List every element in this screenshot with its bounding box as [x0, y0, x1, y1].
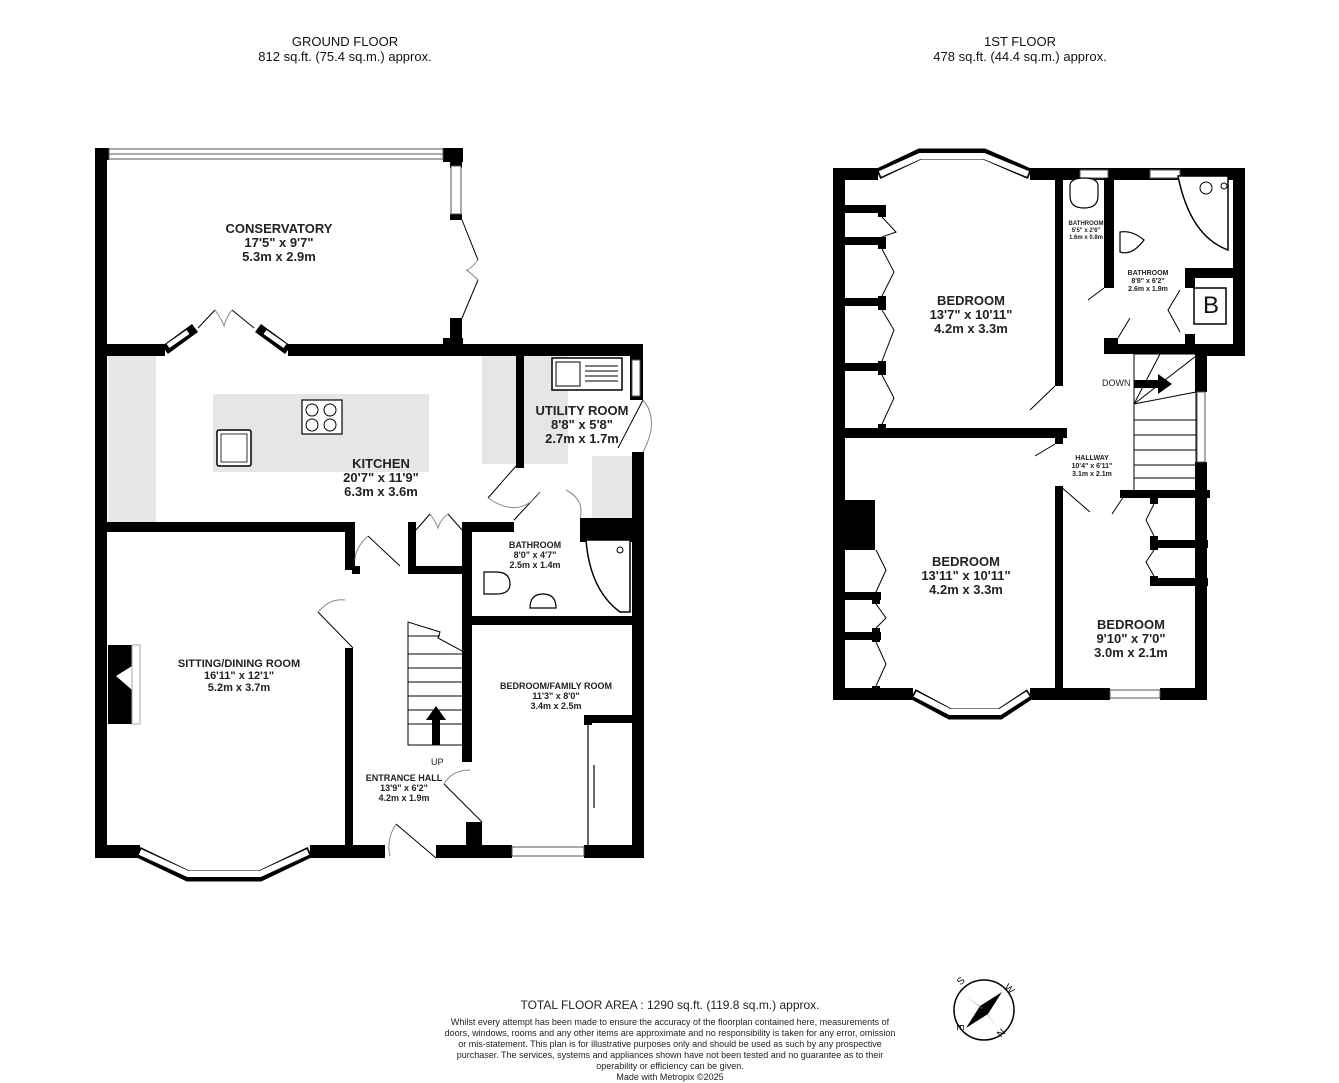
room-label-hallway: HALLWAY 10'4" x 6'11" 3.1m x 2.1m: [1072, 455, 1113, 479]
first-floor-plan: [833, 148, 1245, 720]
room-name: BEDROOM: [937, 293, 1005, 308]
room-imperial: 8'8" x 6'2": [1131, 278, 1165, 285]
room-metric: 2.5m x 1.4m: [509, 560, 561, 570]
room-label-bedroom-family-room: BEDROOM/FAMILY ROOM 11'3" x 8'0" 3.4m x …: [500, 681, 612, 711]
room-imperial: 8'0" x 4'7": [513, 550, 557, 560]
room-name: HALLWAY: [1075, 455, 1109, 462]
room-name: BEDROOM/FAMILY ROOM: [499, 681, 613, 691]
room-imperial: 9'10" x 7'0": [1096, 631, 1166, 646]
room-imperial: 13'7" x 10'11": [929, 307, 1013, 322]
room-metric: 3.4m x 2.5m: [530, 701, 582, 711]
room-metric: 4.2m x 3.3m: [929, 582, 1003, 597]
room-imperial: 13'11" x 10'11": [921, 568, 1011, 583]
room-label-sitting-dining-room: SITTING/DINING ROOM 16'11" x 12'1" 5.2m …: [178, 658, 300, 694]
room-name: KITCHEN: [352, 456, 410, 471]
room-name: SITTING/DINING ROOM: [177, 658, 301, 670]
room-name: ENTRANCE HALL: [365, 773, 443, 783]
total-floor-area: TOTAL FLOOR AREA : 1290 sq.ft. (119.8 sq…: [520, 998, 820, 1012]
room-name: BEDROOM: [1097, 617, 1165, 632]
disclaimer: Whilst every attempt has been made to en…: [444, 1017, 896, 1071]
room-metric: 2.7m x 1.7m: [545, 431, 619, 446]
room-imperial: 8'8" x 5'8": [551, 417, 613, 432]
room-label-bedroom-1: BEDROOM 13'7" x 10'11" 4.2m x 3.3m: [930, 294, 1013, 336]
room-name: CONSERVATORY: [225, 221, 333, 236]
first-floor-title: 1ST FLOOR 478 sq.ft. (44.4 sq.m.) approx…: [880, 34, 1160, 64]
room-label-entrance-hall: ENTRANCE HALL 13'9" x 6'2" 4.2m x 1.9m: [366, 773, 443, 803]
ground-stairs: [407, 621, 465, 746]
room-metric: 5.2m x 3.7m: [207, 682, 271, 694]
ground-floor-name: GROUND FLOOR: [291, 34, 399, 49]
room-metric: 4.2m x 1.9m: [378, 793, 430, 803]
room-label-bedroom-3: BEDROOM 9'10" x 7'0" 3.0m x 2.1m: [1094, 618, 1168, 660]
room-metric: 4.2m x 3.3m: [934, 321, 1008, 336]
room-imperial: 5'5" x 2'6": [1071, 228, 1101, 234]
footer: TOTAL FLOOR AREA : 1290 sq.ft. (119.8 sq…: [440, 998, 900, 1083]
room-metric: 5.3m x 2.9m: [242, 249, 316, 264]
ground-floor-plan: [95, 148, 652, 882]
room-name: BATHROOM: [1068, 221, 1104, 227]
room-metric: 3.0m x 2.1m: [1094, 645, 1168, 660]
room-label-bedroom-2: BEDROOM 13'11" x 10'11" 4.2m x 3.3m: [921, 555, 1010, 597]
ground-floor-area: 812 sq.ft. (75.4 sq.m.) approx.: [258, 49, 432, 64]
room-metric: 1.6m x 0.8m: [1068, 235, 1104, 241]
room-imperial: 20'7" x 11'9": [343, 470, 419, 485]
room-imperial: 13'9" x 6'2": [380, 783, 428, 793]
room-label-bathroom-ground: BATHROOM 8'0" x 4'7" 2.5m x 1.4m: [509, 540, 561, 570]
room-label-kitchen: KITCHEN 20'7" x 11'9" 6.3m x 3.6m: [343, 457, 419, 499]
compass-rose: [953, 979, 1015, 1041]
made-with-credit: Made with Metropix ©2025: [616, 1072, 724, 1082]
room-name: UTILITY ROOM: [535, 403, 629, 418]
room-imperial: 11'3" x 8'0": [532, 691, 580, 701]
room-metric: 3.1m x 2.1m: [1072, 471, 1112, 478]
room-name: BEDROOM: [932, 554, 1000, 569]
room-label-conservatory: CONSERVATORY 17'5" x 9'7" 5.3m x 2.9m: [226, 222, 333, 264]
first-floor-name: 1ST FLOOR: [983, 34, 1056, 49]
room-imperial: 10'4" x 6'11": [1071, 463, 1113, 470]
compass-e-label: E: [953, 1024, 965, 1031]
stairs-up-label: UP: [431, 757, 444, 767]
first-floor-area: 478 sq.ft. (44.4 sq.m.) approx.: [933, 49, 1107, 64]
room-label-bathroom-wc: BATHROOM 5'5" x 2'6" 1.6m x 0.8m: [1069, 221, 1104, 242]
room-label-bathroom-first: BATHROOM 8'8" x 6'2" 2.6m x 1.9m: [1128, 270, 1169, 294]
room-imperial: 16'11" x 12'1": [203, 670, 275, 682]
room-imperial: 17'5" x 9'7": [244, 235, 314, 250]
room-name: BATHROOM: [1127, 270, 1169, 277]
boiler-label: B: [1202, 292, 1219, 319]
room-label-utility-room: UTILITY ROOM 8'8" x 5'8" 2.7m x 1.7m: [536, 404, 629, 446]
room-metric: 2.6m x 1.9m: [1128, 286, 1168, 293]
room-metric: 6.3m x 3.6m: [344, 484, 418, 499]
room-name: BATHROOM: [508, 540, 562, 550]
ground-floor-title: GROUND FLOOR 812 sq.ft. (75.4 sq.m.) app…: [205, 34, 485, 64]
stairs-down-label: DOWN: [1102, 378, 1131, 388]
